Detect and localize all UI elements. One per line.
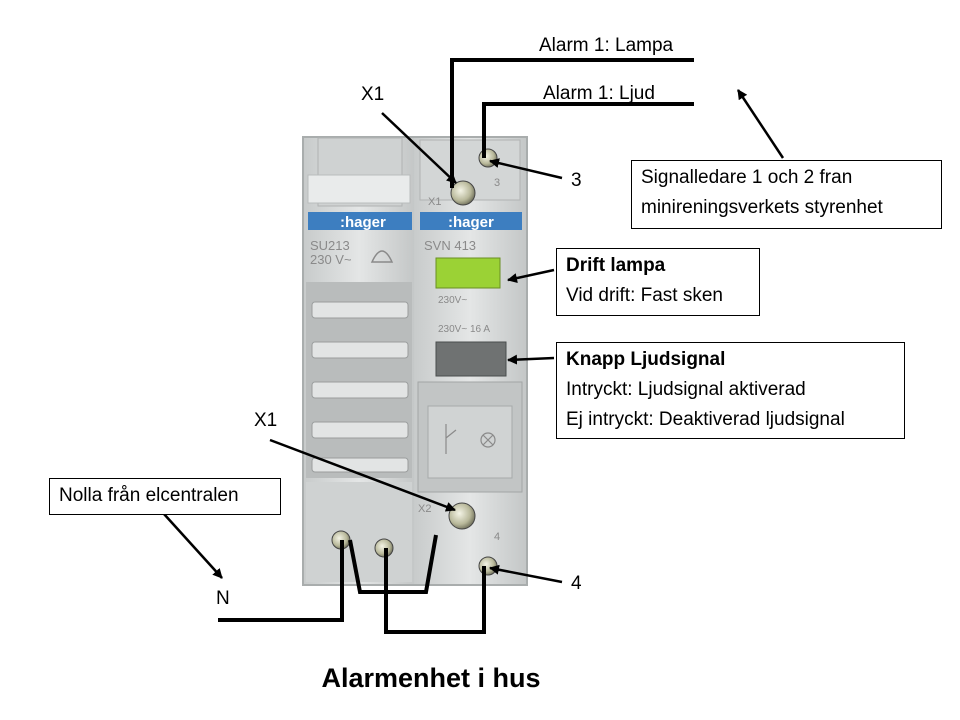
label-alarm-ljud: Alarm 1: Ljud — [543, 83, 655, 104]
page-title: Alarmenhet i hus — [321, 663, 541, 693]
vent-slot — [311, 381, 409, 399]
lamp-symbol-icon — [480, 432, 496, 448]
left-model-text: SU213 — [310, 238, 350, 253]
box-signal-line2: minireningsverkets styrenhet — [641, 197, 883, 218]
left-brand-text: :hager — [340, 214, 386, 231]
label-alarm-lampa: Alarm 1: Lampa — [539, 35, 674, 56]
right-term-4-text: 4 — [494, 531, 500, 543]
wire-bridge-a — [348, 534, 438, 594]
box-knapp-line2: Ej intryckt: Deaktiverad ljudsignal — [566, 409, 845, 430]
arrow-x1-top — [381, 112, 457, 184]
box-drift: Drift lampa Vid drift: Fast sken — [556, 248, 760, 316]
box-signal-line1: Signalledare 1 och 2 fran — [641, 167, 853, 188]
wire-alarm-ljud — [482, 102, 694, 158]
vent-slot — [311, 421, 409, 439]
drift-lamp — [435, 257, 501, 289]
vent-slot — [311, 457, 409, 473]
wire-alarm-lampa — [450, 58, 694, 188]
right-term-x2-text: X2 — [418, 503, 431, 515]
label-x1-bottom: X1 — [254, 410, 278, 431]
right-term-3-text: 3 — [494, 177, 500, 189]
box-knapp-title: Knapp Ljudsignal — [566, 349, 726, 370]
label-terminal-3: 3 — [571, 170, 582, 191]
box-nolla-text: Nolla från elcentralen — [59, 485, 239, 506]
right-term-x1-text: X1 — [428, 196, 441, 208]
left-brand-strip — [308, 212, 412, 230]
box-drift-title: Drift lampa — [566, 255, 666, 276]
label-terminal-n: N — [216, 588, 230, 609]
box-nolla: Nolla från elcentralen — [49, 478, 281, 515]
box-signal: Signalledare 1 och 2 fran minireningsver… — [631, 160, 942, 229]
right-model-text: SVN 413 — [424, 238, 476, 253]
vent-slot — [311, 301, 409, 319]
right-brand-strip — [420, 212, 522, 230]
arrow-knapp — [507, 354, 555, 365]
box-drift-line1: Vid drift: Fast sken — [566, 285, 723, 306]
arrow-drift-lampa — [507, 268, 555, 283]
wire-bridge-b — [384, 548, 486, 634]
alarm-device: :hager SU213 230 V~ X1 3 :hager SVN 413 … — [302, 136, 528, 586]
wire-neutral — [218, 540, 344, 622]
box-knapp-line1: Intryckt: Ljudsignal aktiverad — [566, 379, 806, 400]
box-knapp: Knapp Ljudsignal Intryckt: Ljudsignal ak… — [556, 342, 905, 439]
left-rating-text: 230 V~ — [310, 252, 352, 267]
arrow-x1-bottom — [269, 438, 456, 512]
label-x1-top: X1 — [361, 84, 385, 105]
arrow-nolla — [163, 513, 223, 579]
screw-terminal-4 — [478, 556, 498, 576]
switch-symbol-icon — [445, 424, 457, 454]
right-rating1-text: 230V~ — [438, 295, 467, 306]
label-terminal-4: 4 — [571, 573, 582, 594]
right-rating2-text: 230V~ 16 A — [438, 324, 490, 335]
vent-slot — [311, 341, 409, 359]
screw-x1-bottom — [448, 502, 476, 530]
screw-terminal-3 — [478, 148, 498, 168]
arrow-terminal-4 — [489, 564, 563, 584]
right-brand-text: :hager — [448, 214, 494, 231]
arrows — [163, 89, 785, 584]
sound-button[interactable] — [435, 341, 507, 377]
arrow-signal — [736, 89, 785, 159]
wires — [218, 58, 694, 634]
screw-x1-top — [450, 180, 476, 206]
arrow-terminal-3 — [489, 158, 563, 180]
bell-icon — [370, 250, 394, 263]
